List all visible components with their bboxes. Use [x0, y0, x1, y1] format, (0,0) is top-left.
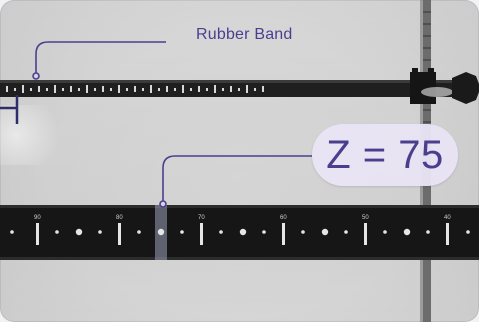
bottom-ruler: [0, 205, 479, 260]
ruler-label-50: 50: [362, 215, 369, 221]
z-value-badge: Z = 75: [312, 124, 458, 186]
ruler-label-90: 90: [34, 215, 41, 221]
left-marker: [0, 95, 19, 124]
z-callout: [159, 155, 312, 208]
top-rod: [0, 68, 479, 104]
rubber-band-callout: [32, 41, 166, 80]
ruler-label-80: 80: [116, 215, 123, 221]
ruler-label-40: 40: [444, 215, 451, 221]
bottom-ruler-marks: [10, 223, 470, 245]
ruler-label-60: 60: [280, 215, 287, 221]
bottom-ruler-labels: 90 80 70 60 50 40: [34, 215, 451, 221]
rubber-band-label: Rubber Band: [196, 26, 293, 43]
ruler-label-70: 70: [198, 215, 205, 221]
top-rod-ticks: [6, 85, 264, 93]
